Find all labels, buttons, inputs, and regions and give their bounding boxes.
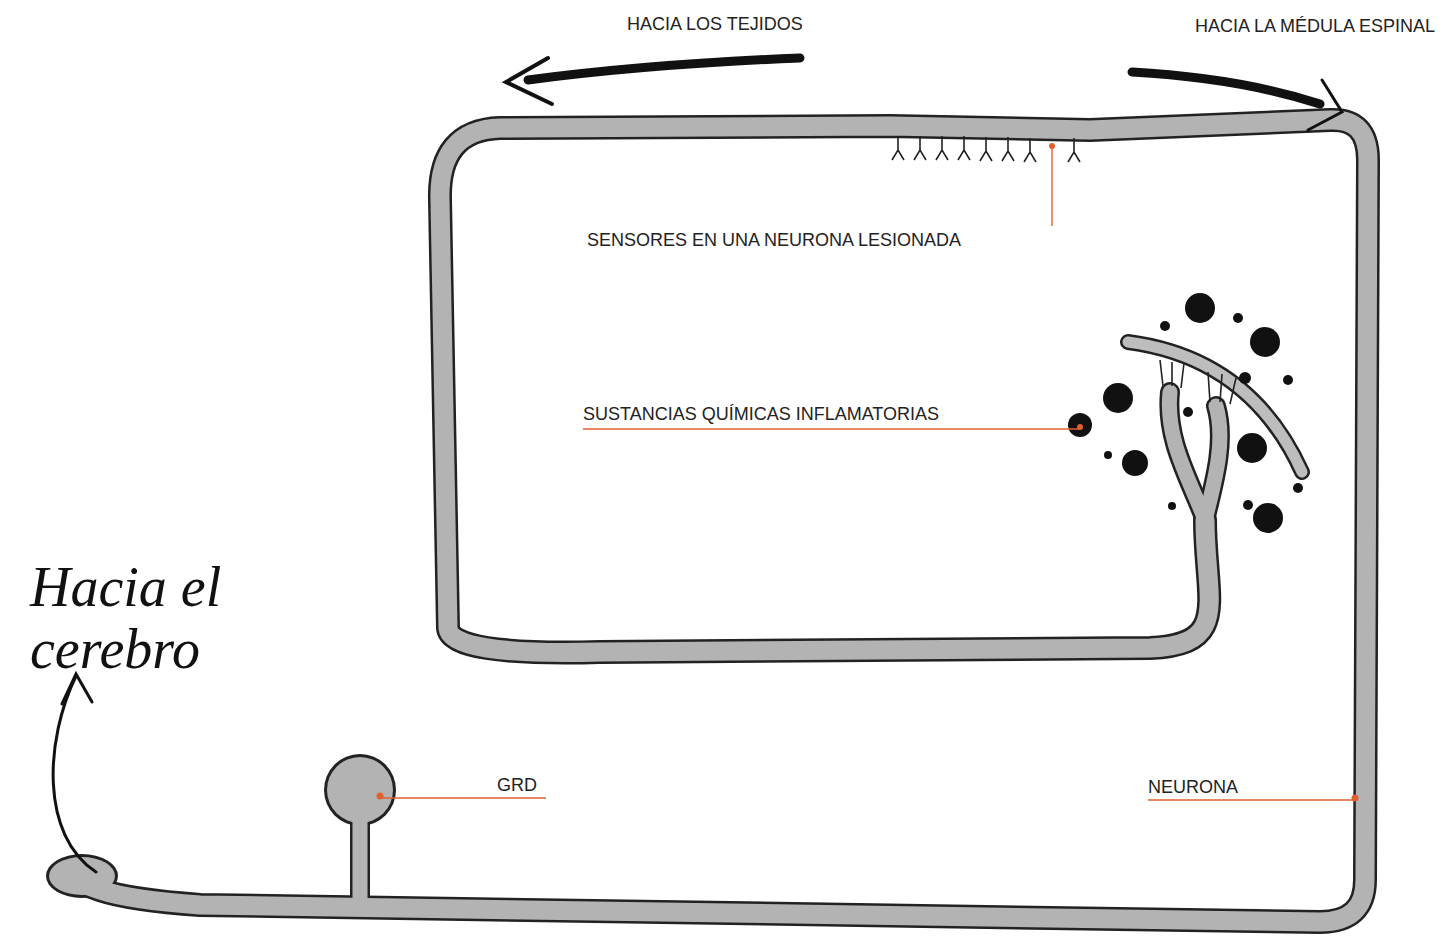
chem-dot	[1183, 407, 1193, 417]
callout-label: NEURONA	[1148, 777, 1238, 798]
arrowhead	[1308, 80, 1342, 130]
end-fill	[49, 857, 115, 895]
arrow-left	[528, 58, 800, 80]
chem-dot	[1283, 375, 1293, 385]
handwritten-note: Hacia el cerebro	[30, 556, 330, 680]
receptor-lines	[1160, 360, 1184, 388]
neuron-outline	[72, 120, 1368, 922]
leader-line	[1148, 799, 1355, 800]
chem-dot	[1185, 293, 1215, 323]
branch-outline	[1205, 406, 1220, 520]
chem-dot	[1122, 450, 1148, 476]
leader-lines	[377, 143, 1359, 802]
chem-dot	[1233, 313, 1243, 323]
leader-line	[583, 428, 1080, 429]
leader-line	[1051, 146, 1052, 226]
chem-dot	[1068, 413, 1092, 437]
callout-label: SUSTANCIAS QUÍMICAS INFLAMATORIAS	[583, 404, 939, 425]
receptor-lines	[1208, 372, 1236, 404]
leader-line	[380, 797, 546, 798]
neuron-fill	[72, 120, 1368, 922]
chem-dot	[1243, 500, 1253, 510]
branch-outline	[1169, 392, 1205, 520]
inflammatory-dots	[1068, 293, 1303, 533]
ganglion-fill	[327, 757, 393, 823]
chem-dot	[1160, 321, 1170, 331]
stem-outline	[350, 820, 370, 900]
branch-fill	[1169, 392, 1205, 520]
leader-dot	[377, 793, 384, 800]
chem-dot	[1250, 327, 1280, 357]
neuron-body	[46, 120, 1368, 922]
callout-label: SENSORES EN UNA NEURONA LESIONADA	[587, 230, 961, 251]
branch-fill	[1205, 406, 1220, 520]
callout-label: GRD	[497, 775, 537, 796]
chem-dot	[1239, 372, 1251, 384]
chem-dot	[1293, 483, 1303, 493]
direction-label: HACIA LA MÉDULA ESPINAL	[1195, 16, 1435, 37]
chem-dot	[1253, 503, 1283, 533]
brain-arrow	[53, 676, 96, 872]
direction-label: HACIA LOS TEJIDOS	[627, 14, 803, 35]
direction-arrows	[53, 58, 1342, 872]
stem-fill	[353, 820, 368, 900]
chem-dot	[1103, 383, 1133, 413]
arrow-right	[1132, 72, 1320, 104]
branch-receptors	[1160, 360, 1236, 404]
ganglion-outline	[324, 754, 396, 826]
leader-dot	[1049, 143, 1055, 149]
chem-dot	[1168, 502, 1176, 510]
leader-dot	[1077, 424, 1083, 430]
chem-dot	[1104, 451, 1112, 459]
chem-dot	[1237, 433, 1267, 463]
arrowhead	[506, 58, 552, 104]
leader-dot	[1352, 795, 1359, 802]
